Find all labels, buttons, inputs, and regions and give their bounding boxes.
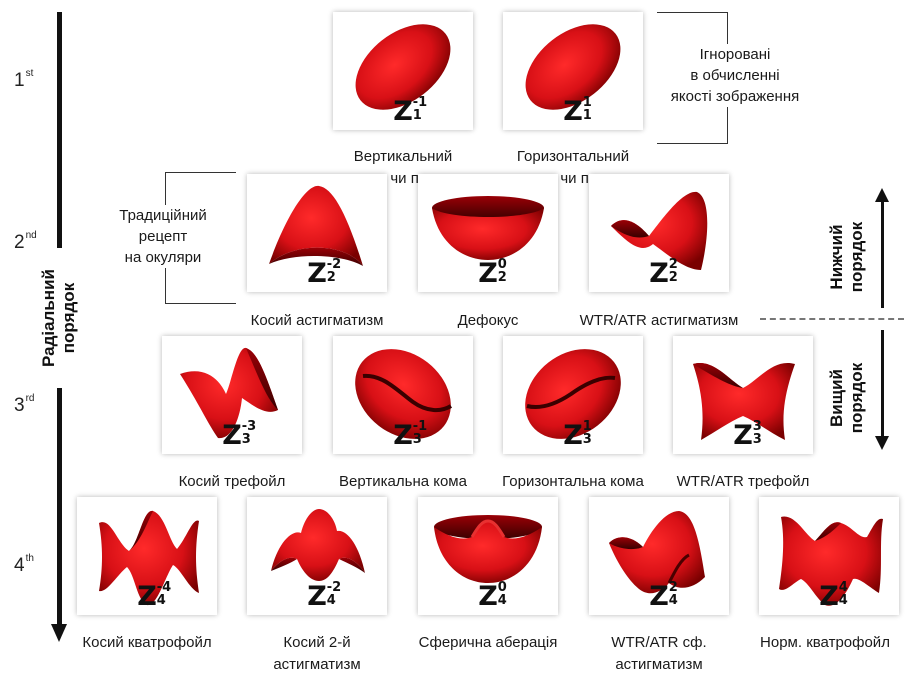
caption-oblique-quatrefoil: Косий кватрофойл	[57, 632, 237, 654]
caption-line1: Горизонтальний	[483, 146, 663, 168]
lower-order-arrow-line	[881, 200, 884, 308]
caption-oblique-secondary-astigmatism: Косий 2-й астигматизм	[227, 632, 407, 676]
caption-line1: Дефокус	[398, 310, 578, 332]
caption-line1: WTR/ATR сф.	[569, 632, 749, 654]
caption-wtr-atr-trefoil: WTR/ATR трефойл	[653, 471, 833, 493]
caption-line1: Косий кватрофойл	[57, 632, 237, 654]
caption-line1: Вертикальна кома	[313, 471, 493, 493]
traditional-note-line3: на окуляри	[98, 247, 228, 268]
caption-vertical-coma: Вертикальна кома	[313, 471, 493, 493]
caption-normal-quatrefoil: Норм. кватрофойл	[735, 632, 915, 654]
caption-oblique-trefoil: Косий трефойл	[142, 471, 322, 493]
caption-line1: Горизонтальна кома	[483, 471, 663, 493]
caption-line1: Вертикальний	[313, 146, 493, 168]
traditional-note-line1: Традиційний	[98, 205, 228, 226]
caption-line1: Косий 2-й	[227, 632, 407, 654]
caption-wtr-atr-secondary-astigmatism: WTR/ATR сф. астигматизм	[569, 632, 749, 676]
radial-axis-label: Радіальний порядок	[39, 248, 79, 388]
caption-line1: WTR/ATR астигматизм	[569, 310, 749, 332]
caption-line1: WTR/ATR трефойл	[653, 471, 833, 493]
higher-order-arrowhead	[875, 436, 889, 450]
traditional-note-line2: рецепт	[98, 226, 228, 247]
order-label-2: 2nd	[14, 232, 37, 254]
order-divider	[760, 318, 904, 320]
higher-order-label: Вищий порядок	[827, 343, 869, 453]
caption-line2: астигматизм	[227, 654, 407, 676]
lower-order-line2: порядок	[847, 199, 867, 315]
order-label-1: 1st	[14, 70, 33, 92]
lower-order-label: Нижчий порядок	[827, 199, 869, 315]
caption-oblique-astigmatism: Косий астигматизм	[227, 310, 407, 332]
order-label-3: 3rd	[14, 395, 34, 417]
ignored-note-line2: в обчисленні	[645, 65, 825, 86]
higher-order-line1: Вищий	[827, 343, 847, 453]
caption-line2: астигматизм	[569, 654, 749, 676]
lower-order-arrowhead	[875, 188, 889, 202]
radial-axis-label-line2: порядок	[59, 248, 79, 388]
lower-order-line1: Нижчий	[827, 199, 847, 315]
order-label-4: 4th	[14, 555, 34, 577]
higher-order-arrow-line	[881, 330, 884, 438]
ignored-note-line3: якості зображення	[645, 86, 825, 107]
caption-wtr-atr-astigmatism: WTR/ATR астигматизм	[569, 310, 749, 332]
caption-spherical-aberration: Сферична аберація	[398, 632, 578, 654]
traditional-note: Традиційний рецепт на окуляри	[98, 205, 228, 268]
radial-axis-label-line1: Радіальний	[39, 248, 59, 388]
caption-line1: Сферична аберація	[398, 632, 578, 654]
caption-defocus: Дефокус	[398, 310, 578, 332]
higher-order-line2: порядок	[847, 343, 867, 453]
ignored-note-line1: Ігноровані	[645, 44, 825, 65]
caption-horizontal-coma: Горизонтальна кома	[483, 471, 663, 493]
caption-line1: Косий астигматизм	[227, 310, 407, 332]
caption-line1: Косий трефойл	[142, 471, 322, 493]
ignored-note: Ігноровані в обчисленні якості зображенн…	[645, 44, 825, 107]
caption-line1: Норм. кватрофойл	[735, 632, 915, 654]
